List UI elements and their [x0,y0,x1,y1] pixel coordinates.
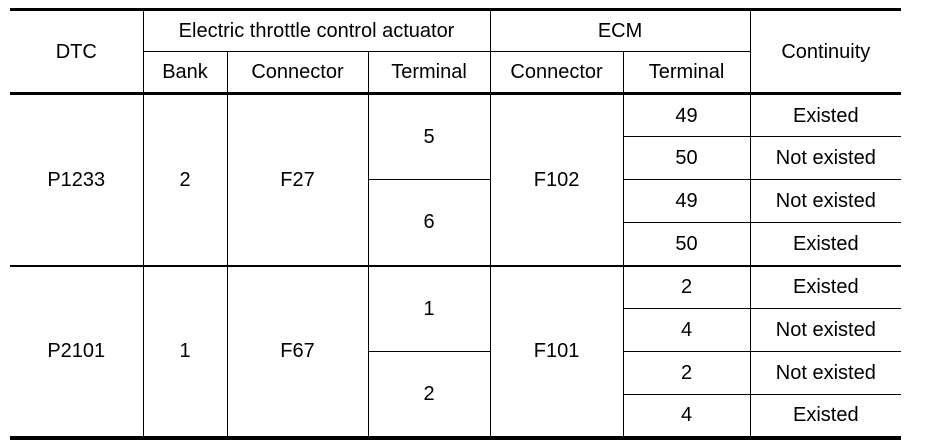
actuator-terminal-cell: 6 [368,179,491,266]
ecm-connector-cell: F102 [489,92,624,266]
ecm-terminal-cell: 4 [623,394,751,440]
table-row: 50 Not existed [10,136,902,180]
actuator-terminal-cell: 5 [367,92,491,180]
ecm-terminal-cell: 4 [623,308,751,352]
table-row: P1233 2 F27 5 F102 49 Existed [10,92,902,266]
header-electric-throttle-control-actuator: Electric throttle control actuator [142,8,491,52]
actuator-connector-cell: F67 [226,264,369,440]
continuity-cell: Not existed [749,308,902,352]
continuity-table: DTC Electric throttle control actuator E… [10,8,902,440]
continuity-cell: Existed [749,222,902,266]
table-row: 50 Existed [10,222,902,266]
continuity-cell: Existed [749,394,902,440]
header-bank: Bank [143,51,228,95]
header-actuator-connector: Connector [226,51,369,95]
dtc-group-p2101: P2101 1 F67 1 F101 2 Existed 4 Not exist… [10,264,902,440]
continuity-cell: Existed [749,264,902,309]
table-row: 6 49 Not existed [10,179,902,266]
header-continuity: Continuity [749,8,902,95]
header-ecm: ECM [489,8,751,52]
table-row: P2101 1 F67 1 F101 2 Existed [10,264,902,440]
dtc-cell: P2101 [10,264,144,440]
ecm-connector-cell: F101 [489,264,624,440]
table-row: 2 2 Not existed [10,351,902,440]
header-dtc: DTC [10,8,144,95]
ecm-terminal-cell: 49 [622,179,751,223]
actuator-terminal-cell: 1 [367,264,491,352]
header-ecm-terminal: Terminal [622,51,751,95]
ecm-terminal-cell: 50 [623,222,751,266]
table-row: 4 Not existed [10,308,902,352]
ecm-terminal-cell: 2 [622,264,751,309]
actuator-terminal-cell: 2 [368,351,491,440]
actuator-connector-cell: F27 [226,92,369,266]
ecm-terminal-cell: 50 [623,136,751,180]
dtc-cell: P1233 [10,92,144,266]
dtc-group-p1233: P1233 2 F27 5 F102 49 Existed 50 Not exi… [10,92,902,266]
table-row: 4 Existed [10,394,902,440]
table-header: DTC Electric throttle control actuator E… [10,8,902,95]
continuity-cell: Existed [749,92,902,137]
continuity-cell: Not existed [749,179,902,223]
bank-cell: 1 [142,264,228,440]
continuity-cell: Not existed [749,351,902,395]
ecm-terminal-cell: 2 [622,351,751,395]
header-actuator-terminal: Terminal [367,51,491,95]
ecm-terminal-cell: 49 [622,92,751,137]
header-ecm-connector: Connector [489,51,624,95]
bank-cell: 2 [142,92,228,266]
continuity-cell: Not existed [749,136,902,180]
